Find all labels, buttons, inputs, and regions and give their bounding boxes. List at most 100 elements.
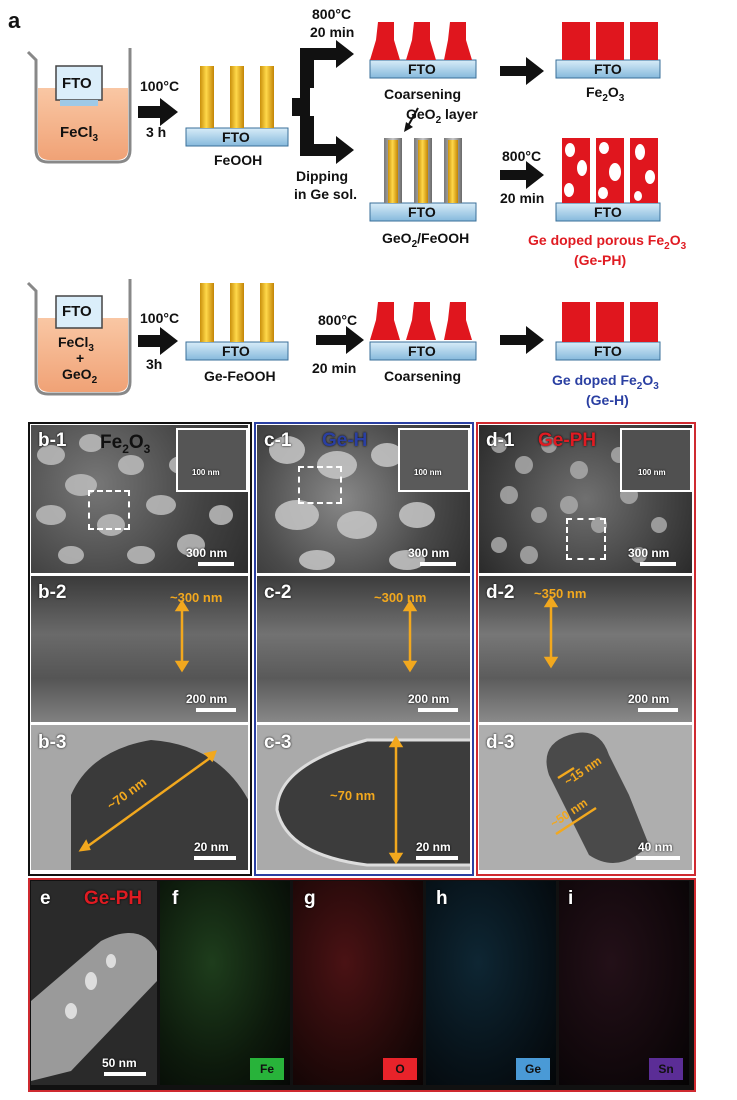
eds-fe (160, 881, 290, 1085)
ge-porous-label: Ge doped porous Fe2O3 (528, 232, 687, 252)
scalebar-c2 (418, 708, 458, 712)
schematic-panel-a (26, 22, 661, 396)
stem-e (31, 881, 157, 1085)
panel-d1-label: d-1 (486, 430, 515, 451)
anneal2-time: 20 min (500, 190, 545, 206)
scalebar-d2 (638, 708, 678, 712)
tem-b3 (31, 725, 248, 870)
panel-e-name: Ge-PH (84, 888, 143, 909)
process-arrows (138, 40, 544, 355)
roi-c1 (298, 466, 342, 504)
coarsening-label: Coarsening (384, 86, 462, 102)
panel-d3-label: d-3 (486, 732, 515, 753)
fto-label: FTO (222, 343, 250, 359)
inset-d1 (620, 428, 692, 492)
fto-label: FTO (408, 204, 436, 220)
scale-d3: 40 nm (638, 840, 673, 854)
anneal-temp: 800°C (312, 6, 352, 22)
step1-time: 3 h (146, 124, 167, 140)
beaker2-fto: FTO (62, 303, 92, 320)
eds-ge (426, 881, 556, 1085)
scale-e: 50 nm (102, 1056, 137, 1070)
panel-b2-label: b-2 (38, 582, 67, 603)
beaker-2 (26, 279, 132, 396)
badge-fe: Fe (250, 1058, 284, 1080)
anneal3-temp: 800°C (318, 312, 358, 328)
panel-d2-label: d-2 (486, 582, 515, 603)
diameter-c3: ~70 nm (330, 788, 376, 803)
scale-d1: 300 nm (628, 546, 670, 560)
column-b-frame (28, 422, 252, 876)
thickness-c2: ~300 nm (374, 590, 427, 605)
step1-temp: 100°C (140, 78, 180, 94)
panel-b3-label: b-3 (38, 732, 67, 753)
anneal2-temp: 800°C (502, 148, 542, 164)
column-d-frame (476, 422, 696, 876)
ge-h-label: (Ge-H) (586, 392, 629, 408)
panel-b1-name: Fe2O3 (100, 432, 151, 456)
scalebar-b3 (194, 856, 236, 860)
beaker2-plus: + (76, 350, 85, 366)
inset-b1-scale: 100 nm (192, 468, 220, 477)
column-c-frame (254, 422, 474, 876)
roi-b1 (88, 490, 130, 530)
ge-ph-label: (Ge-PH) (574, 252, 627, 268)
scalebar-b2 (196, 708, 236, 712)
anneal3-time: 20 min (312, 360, 357, 376)
sem-d2 (479, 576, 692, 722)
beaker-1 (26, 48, 132, 164)
beaker2-fecl3: FeCl3 (58, 334, 94, 354)
porous-fe2o3-blocks (562, 138, 658, 203)
sem-d1 (479, 425, 692, 573)
badge-o: O (383, 1058, 417, 1080)
panel-c3-label: c-3 (264, 732, 292, 753)
scalebar-b1 (198, 562, 234, 566)
fto-label: FTO (594, 343, 622, 359)
feooh-rods (200, 66, 274, 342)
beaker1-fto: FTO (62, 75, 92, 92)
dipping-label: Dipping (296, 168, 349, 184)
scalebar-e (104, 1072, 146, 1076)
inset-c1 (398, 428, 470, 492)
tem-c3 (257, 725, 470, 870)
scale-b3: 20 nm (194, 840, 229, 854)
panel-b1-label: b-1 (38, 430, 67, 451)
roi-d1 (566, 518, 606, 560)
in-ge-sol-label: in Ge sol. (294, 186, 358, 202)
fto-label: FTO (222, 129, 250, 145)
feooh-label: FeOOH (214, 152, 263, 168)
badge-ge: Ge (516, 1058, 550, 1080)
geo2-feooh-rods (384, 107, 462, 203)
fto-label: FTO (594, 204, 622, 220)
inset-c1-scale: 100 nm (414, 468, 442, 477)
scale-c2: 200 nm (408, 692, 450, 706)
fe2o3-blocks (562, 22, 658, 342)
sem-c2 (257, 576, 470, 722)
inset-b1 (176, 428, 248, 492)
beaker2-geo2: GeO2 (62, 366, 98, 386)
coarsened-rods (370, 22, 472, 340)
fto-substrates (185, 59, 661, 361)
fto-label: FTO (408, 61, 436, 77)
fe2o3-label: Fe2O3 (586, 84, 625, 104)
ge-doped-label: Ge doped Fe2O3 (552, 372, 659, 392)
scalebar-c3 (416, 856, 458, 860)
ge-feooh-label: Ge-FeOOH (204, 368, 276, 384)
panel-c2-label: c-2 (264, 582, 292, 603)
panel-g-label: g (304, 888, 316, 909)
eds-o (293, 881, 423, 1085)
geo2-layer-label: GeO2 layer (406, 106, 478, 126)
scalebar-d3 (636, 856, 680, 860)
scalebar-d1 (640, 562, 676, 566)
tem-d3 (479, 725, 692, 870)
scale-b1: 300 nm (186, 546, 228, 560)
panel-a-label: a (8, 8, 21, 33)
geo2-feooh-label: GeO2/FeOOH (382, 230, 470, 250)
panel-d1-name: Ge-PH (538, 430, 597, 451)
panel-h-label: h (436, 888, 448, 909)
scale-c1: 300 nm (408, 546, 450, 560)
panel-i-label: i (568, 888, 574, 909)
beaker1-solution: FeCl3 (60, 124, 99, 144)
coarsening2-label: Coarsening (384, 368, 462, 384)
